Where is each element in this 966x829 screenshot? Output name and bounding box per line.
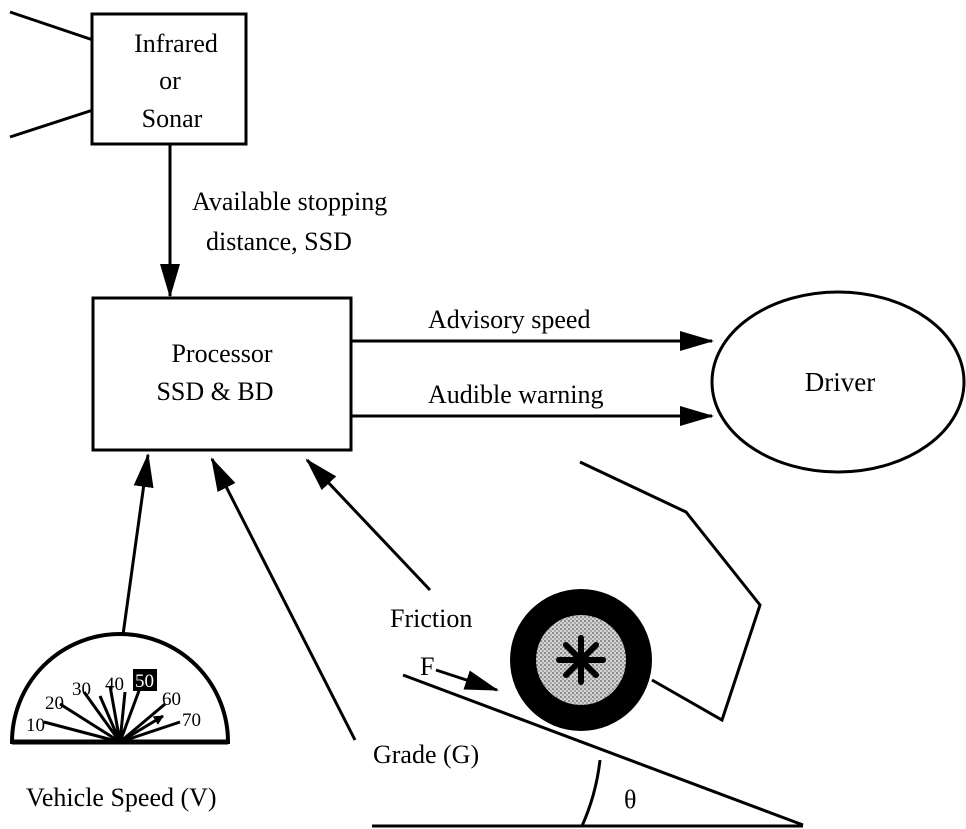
sensor-label-line3: Sonar: [142, 104, 203, 133]
tick-50: 50: [135, 671, 154, 692]
grade-label: Grade (G): [373, 740, 479, 769]
vehicle-body-outline: [579, 460, 762, 723]
sensor-box: [90, 12, 248, 146]
tick-10: 10: [26, 715, 45, 736]
force-label: F: [420, 652, 434, 681]
driver-ellipse: [710, 290, 966, 474]
sensor-beam-upper: [9, 10, 94, 42]
friction-label: Friction: [390, 604, 472, 633]
ssd-label-line1: Available stopping: [192, 187, 387, 216]
ssd-label-line2: distance, SSD: [206, 227, 352, 256]
grade-arrow: [210, 457, 357, 741]
tick-20: 20: [45, 693, 64, 714]
speedometer-dial: [9, 632, 231, 744]
processor-label-line2: SSD & BD: [156, 377, 273, 406]
sensor-unit: Infrared or Sonar: [9, 10, 248, 146]
driver-label: Driver: [805, 367, 875, 397]
angle-label: θ: [624, 785, 636, 814]
audible-label: Audible warning: [428, 380, 603, 409]
processor-label-line1: Processor: [171, 339, 272, 368]
wheel-spokes: [556, 635, 606, 685]
advisory-label: Advisory speed: [428, 305, 590, 334]
speedometer-highlight: [133, 669, 157, 691]
processor-box: [91, 296, 353, 452]
speed-label: Vehicle Speed (V): [26, 783, 217, 812]
speedometer-pointer: [119, 714, 164, 744]
processor-unit: Processor SSD & BD: [91, 296, 353, 452]
force-arrow: [435, 668, 499, 692]
speed-arrow: [120, 453, 154, 643]
tick-40: 40: [105, 674, 124, 695]
sensor-label-line1: Infrared: [134, 29, 218, 58]
tick-60: 60: [162, 689, 181, 710]
sensor-label-line2: or: [159, 66, 181, 95]
speedometer-needles: [43, 685, 181, 744]
sensor-beam-lower: [9, 108, 94, 139]
tick-30: 30: [72, 679, 91, 700]
incline-line: [402, 673, 804, 827]
tick-70: 70: [182, 710, 201, 731]
wheel: [510, 589, 652, 731]
angle-arc: [580, 759, 602, 827]
friction-arrow: [305, 458, 432, 592]
speedometer-gauge: 10 20 30 40 50 60 70: [9, 632, 231, 745]
